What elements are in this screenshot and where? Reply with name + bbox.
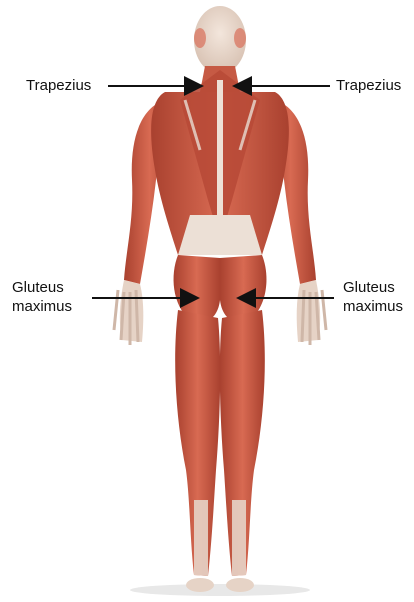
trapezius-right-label: Trapezius (336, 76, 401, 95)
gluteus-right-label-line1: Gluteus (343, 278, 403, 297)
gluteus-right-label-line2: maximus (343, 297, 403, 316)
gluteus-left-label-line2: maximus (12, 297, 72, 316)
gluteus-left-label: Gluteus maximus (12, 278, 72, 316)
left-leg (175, 310, 220, 592)
floor-shadow (130, 584, 310, 596)
gluteus-right-label: Gluteus maximus (343, 278, 403, 316)
head (194, 6, 246, 74)
right-leg (220, 310, 265, 592)
trapezius-left-label: Trapezius (26, 76, 91, 95)
gluteus-left-label-line1: Gluteus (12, 278, 72, 297)
torso (151, 70, 289, 255)
